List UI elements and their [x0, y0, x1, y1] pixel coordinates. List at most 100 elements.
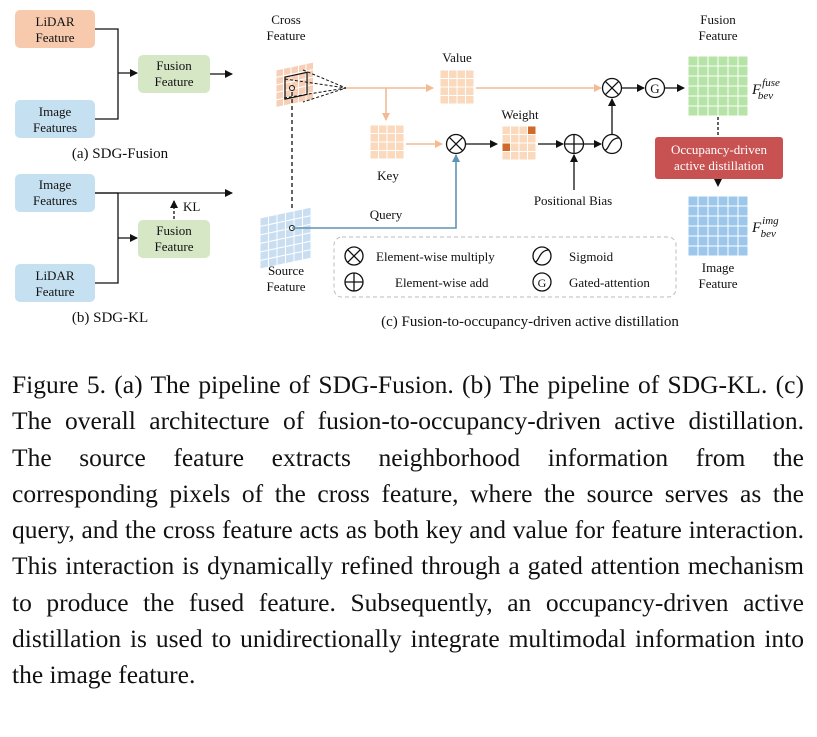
grid-cell: [727, 95, 739, 107]
multiply-node: [445, 133, 467, 155]
b-caption: (b) SDG-KL: [72, 310, 148, 326]
grid-cell: [510, 142, 520, 152]
add-node: [563, 133, 585, 155]
fusion-feature-label: Fusion: [700, 12, 736, 27]
grid-cell: [717, 215, 729, 227]
grid-cell: [687, 215, 699, 227]
legend-gated-label: Gated-attention: [569, 275, 650, 290]
grid-cell: [697, 95, 709, 107]
grid-cell: [707, 205, 719, 217]
source-feature-grid: [259, 206, 312, 270]
a-image-box: [15, 100, 95, 138]
grid-cell: [378, 133, 388, 143]
grid-cell: [456, 69, 466, 79]
grid-cell: [737, 55, 749, 67]
query-label: Query: [370, 207, 403, 222]
grid-cell: [293, 250, 303, 263]
grid-cell: [687, 245, 699, 257]
grid-cell: [456, 78, 466, 88]
grid-cell: [527, 134, 537, 144]
b-fusion-box: [138, 220, 210, 258]
c-caption: (c) Fusion-to-occupancy-driven active di…: [381, 314, 679, 330]
cross-projection: [283, 87, 347, 99]
grid-cell: [737, 105, 749, 117]
grid-cell: [737, 65, 749, 77]
a-image-label: Image: [39, 104, 72, 119]
grid-cell: [510, 125, 520, 135]
grid-cell: [687, 75, 699, 87]
grid-cell: [707, 75, 719, 87]
grid-cell: [395, 150, 405, 160]
grid-cell: [395, 141, 405, 151]
grid-cell: [439, 95, 449, 105]
value-label: Value: [442, 50, 472, 65]
grid-cell: [687, 235, 699, 247]
value-grid: [439, 69, 475, 105]
grid-cell: [465, 78, 475, 88]
b-image-label: Image: [39, 177, 72, 192]
image-feature-label: Feature: [699, 276, 738, 291]
grid-cell: [717, 205, 729, 217]
image-feature-label: Image: [702, 260, 735, 275]
svg-text:G: G: [538, 276, 547, 290]
query-arrow: [292, 154, 460, 229]
grid-cell: [717, 225, 729, 237]
weight-grid: [501, 125, 537, 161]
grid-cell: [737, 205, 749, 217]
grid-cell: [378, 150, 388, 160]
grid-cell: [386, 150, 396, 160]
grid-cell: [697, 55, 709, 67]
grid-cell: [727, 245, 739, 257]
grid-cell: [737, 215, 749, 227]
a-fusion-label: Fusion: [156, 58, 192, 73]
a-fusion-label: Feature: [155, 74, 194, 89]
b-image-label: Features: [33, 193, 77, 208]
grid-cell: [527, 142, 537, 152]
b-lidar-label: Feature: [36, 284, 75, 299]
b-kl-label: KL: [183, 199, 200, 214]
grid-cell: [501, 151, 511, 161]
grid-cell: [465, 95, 475, 105]
cross-projection: [302, 69, 347, 89]
grid-cell: [737, 235, 749, 247]
grid-cell: [369, 141, 379, 151]
grid-cell: [727, 75, 739, 87]
grid-cell: [518, 142, 528, 152]
sigmoid-node: [601, 133, 623, 155]
legend-box: [333, 236, 677, 298]
gate-node: G: [644, 77, 666, 99]
legend-multiply-icon: [344, 246, 364, 266]
grid-cell: [697, 75, 709, 87]
grid-cell: [687, 105, 699, 117]
grid-cell: [386, 124, 396, 134]
panel-c: Cross Feature Source Feature Value: [259, 12, 783, 330]
cross-feature-label: Feature: [267, 28, 306, 43]
grid-cell: [707, 245, 719, 257]
grid-cell: [518, 134, 528, 144]
grid-cell: [717, 235, 729, 247]
grid-cell: [510, 151, 520, 161]
legend-gated-icon: G: [532, 272, 552, 292]
panel-a: LiDAR Feature Image Features Fusion Feat…: [15, 10, 233, 162]
grid-cell: [687, 95, 699, 107]
grid-cell: [687, 85, 699, 97]
legend-sigmoid-label: Sigmoid: [569, 249, 614, 264]
grid-cell: [727, 225, 739, 237]
a-fusion-box: [138, 55, 210, 93]
grid-cell: [697, 215, 709, 227]
grid-cell: [727, 195, 739, 207]
legend-multiply-label: Element-wise multiply: [376, 249, 495, 264]
grid-cell: [737, 195, 749, 207]
grid-cell: [727, 85, 739, 97]
key-label: Key: [377, 168, 399, 183]
grid-cell: [697, 235, 709, 247]
grid-cell: [727, 205, 739, 217]
key-grid: [369, 124, 405, 160]
grid-cell: [527, 125, 537, 135]
grid-cell: [448, 86, 458, 96]
grid-cell: [697, 245, 709, 257]
legend-add-icon: [344, 272, 364, 292]
svg-text:G: G: [650, 81, 659, 96]
source-feature-label: Source: [268, 263, 304, 278]
grid-cell: [737, 245, 749, 257]
